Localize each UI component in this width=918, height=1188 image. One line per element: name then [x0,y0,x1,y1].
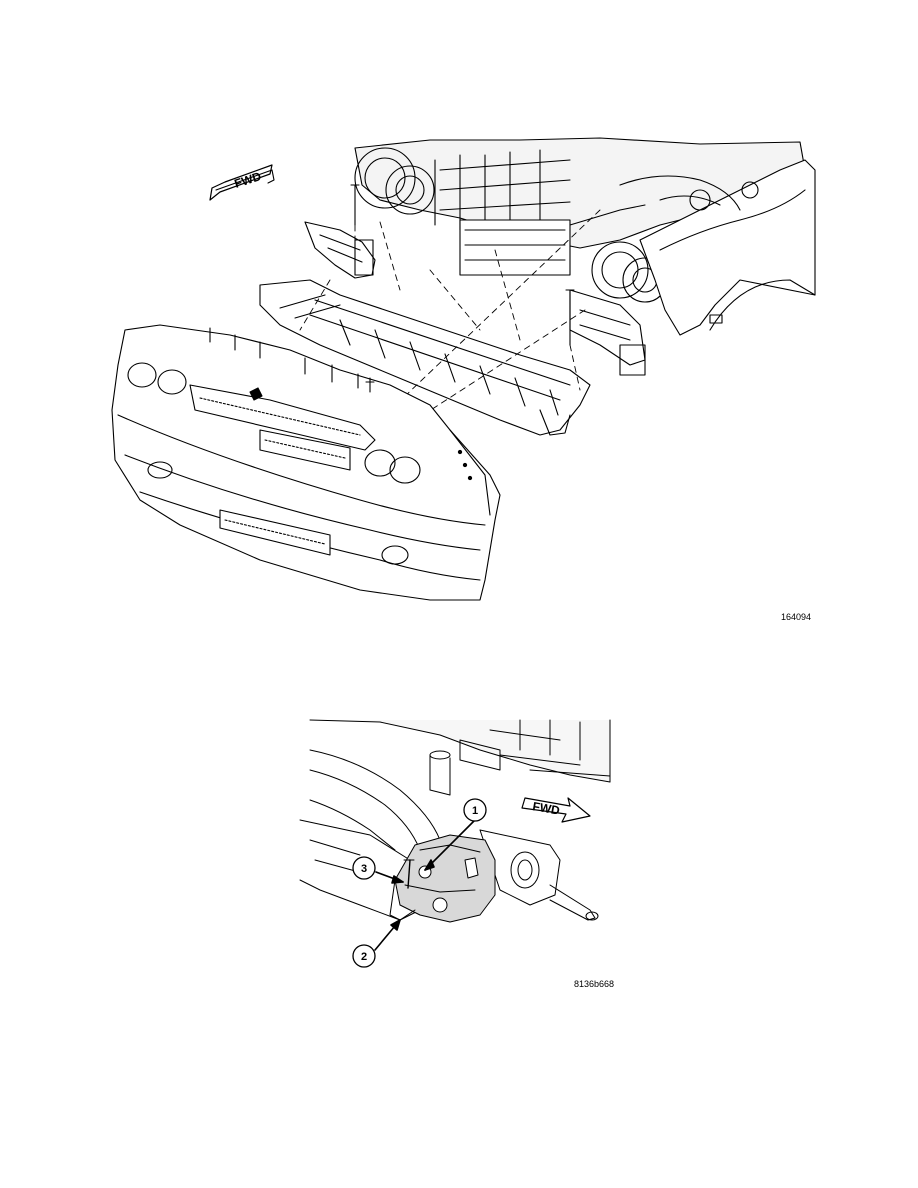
callout-circles [352,798,487,968]
figure-code-1: 164094 [780,612,811,622]
front-fascia [111,324,501,601]
fascia-illustration: FWD [111,137,816,601]
reservoir-illustration: 1 2 3 FWD [299,719,611,968]
callout-3: 3 [361,863,367,875]
frame-rail [479,829,599,921]
reservoir-detail-diagram: 1 2 3 FWD 8136b668 [299,710,620,995]
fwd-arrow-icon [209,164,275,201]
upper-bolts [350,184,575,346]
fwd-label-1: FWD [233,169,264,191]
fwd-label-2: FWD [531,799,561,818]
energy-absorber [259,279,591,436]
callout-leaders [374,819,476,951]
upper-bracket [304,221,376,279]
fwd-arrow-icon [521,797,591,823]
vehicle-front-structure [354,137,816,376]
fastener [403,859,415,889]
washer-reservoir [389,834,496,923]
alignment-lines [299,209,601,431]
callout-1: 1 [472,805,478,817]
callout-2: 2 [361,951,367,963]
fascia-exploded-diagram: FWD 164094 [100,130,816,630]
figure-code-2: 8136b668 [573,979,614,989]
